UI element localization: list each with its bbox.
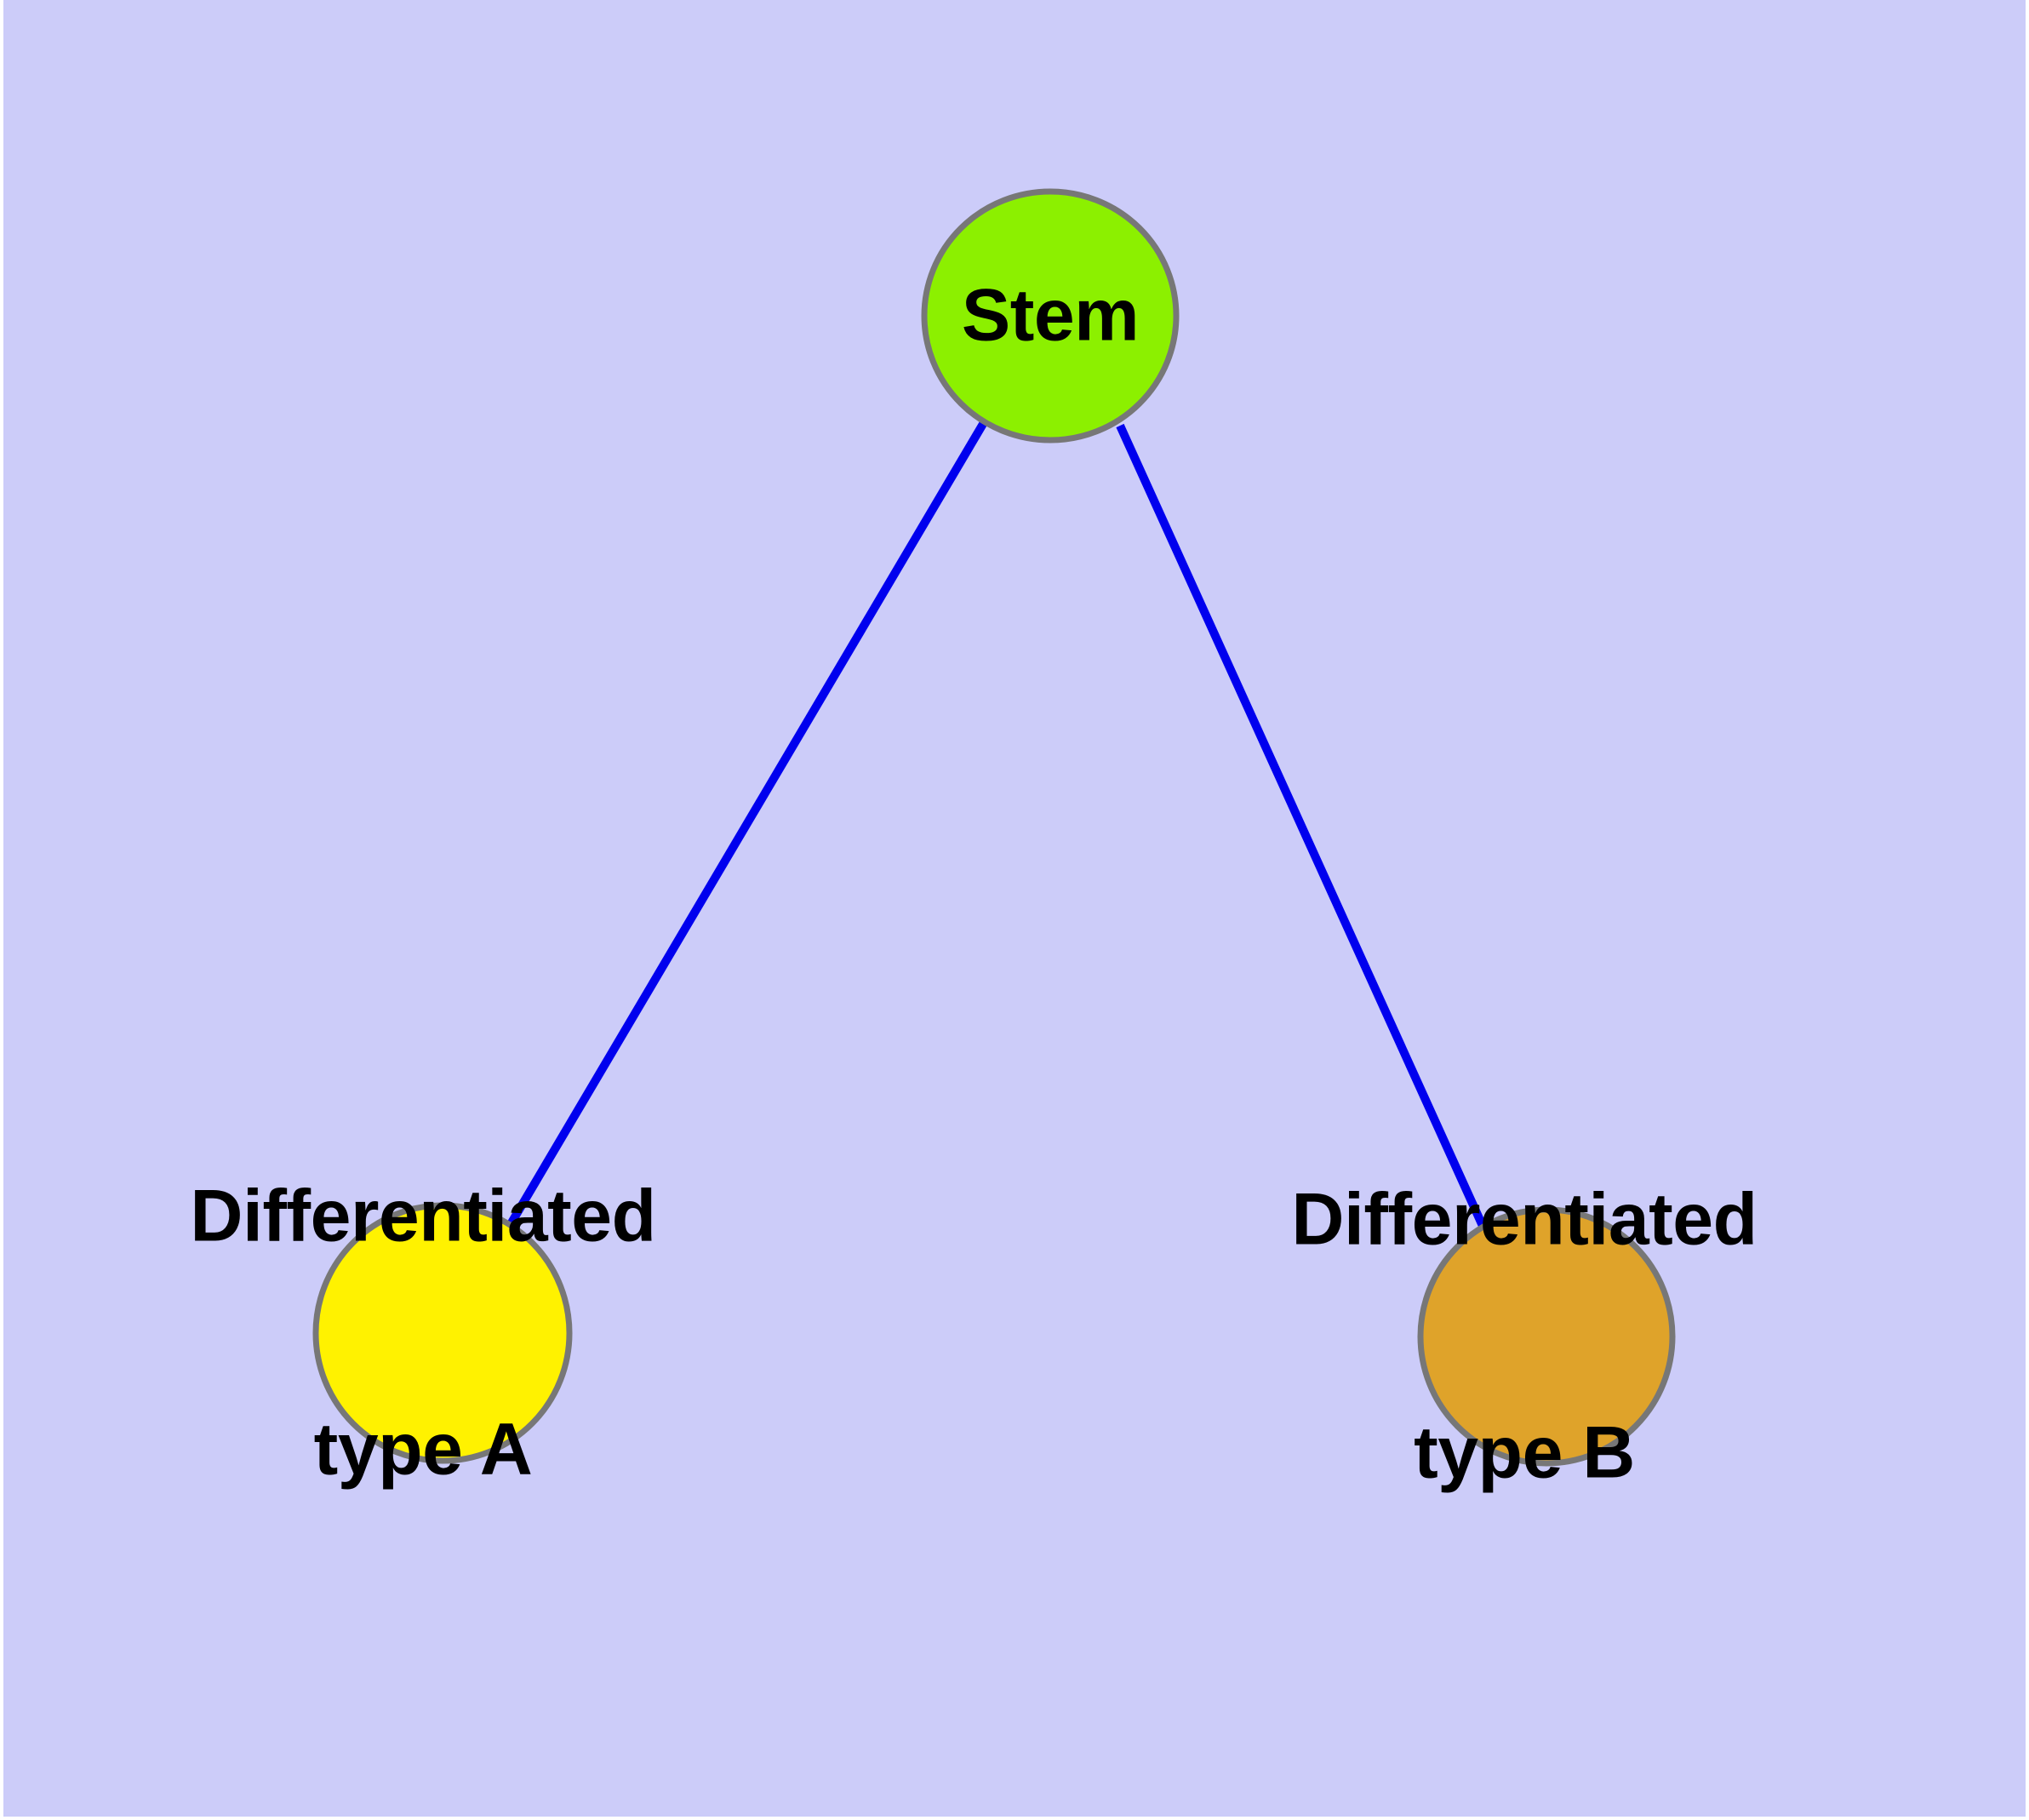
nodes-layer — [312, 188, 1676, 1467]
edge-stem-to-type-a[interactable] — [506, 421, 987, 1227]
node-differentiated-type-b[interactable] — [1417, 1206, 1676, 1467]
edge-stem-to-type-b[interactable] — [1116, 423, 1487, 1228]
node-differentiated-type-a[interactable] — [312, 1202, 573, 1464]
edges-layer — [506, 421, 1487, 1228]
node-stem[interactable] — [921, 188, 1180, 444]
